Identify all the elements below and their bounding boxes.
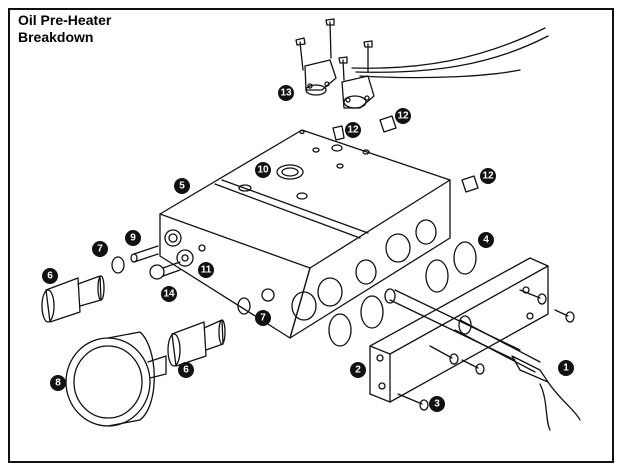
callout-6-left: 6 — [42, 268, 58, 284]
callout-3-label: 3 — [434, 399, 440, 410]
thermostat-wires — [351, 27, 549, 79]
fitting-9 — [130, 245, 159, 263]
callout-10: 10 — [255, 162, 271, 178]
o-rings-4 — [328, 241, 477, 347]
callout-7-left: 7 — [92, 241, 108, 257]
plug-10 — [276, 164, 304, 180]
manifold-block-5 — [159, 129, 451, 339]
callout-9-label: 9 — [130, 233, 136, 244]
mounting-plate-2 — [369, 257, 549, 403]
callout-12-right: 12 — [480, 168, 496, 184]
adapter-6-left — [41, 275, 105, 323]
callout-12-center-label: 12 — [347, 125, 359, 136]
callout-5: 5 — [174, 178, 190, 194]
thermostat-13 — [304, 59, 337, 96]
callout-11-label: 11 — [201, 265, 212, 276]
title-line-1: Oil Pre-Heater — [18, 12, 112, 28]
title-line-2: Breakdown — [18, 29, 94, 45]
callout-4-label: 4 — [483, 235, 489, 246]
callout-12-top: 12 — [395, 108, 411, 124]
callout-9: 9 — [125, 230, 141, 246]
callout-11: 11 — [198, 262, 214, 278]
callout-6-left-label: 6 — [47, 271, 53, 282]
callouts: 1 2 3 4 5 6 6 7 7 8 9 10 11 12 12 12 13 … — [42, 85, 574, 412]
callout-2: 2 — [350, 362, 366, 378]
bolts-3 — [397, 289, 575, 411]
o-ring-7-left — [111, 256, 125, 274]
callout-8: 8 — [50, 375, 66, 391]
thermostat-screws — [295, 18, 373, 81]
callout-2-label: 2 — [355, 365, 361, 376]
callout-7-lower-label: 7 — [260, 313, 266, 324]
adapter-6-bottom — [167, 319, 226, 367]
pressure-gauge-8 — [65, 331, 167, 427]
callout-6-bottom: 6 — [178, 362, 194, 378]
callout-10-label: 10 — [257, 165, 269, 176]
callout-12-right-label: 12 — [482, 171, 494, 182]
callout-13-label: 13 — [280, 88, 292, 99]
element-fitting-1 — [511, 355, 581, 431]
callout-6-bottom-label: 6 — [183, 365, 189, 376]
callout-4: 4 — [478, 232, 494, 248]
callout-8-label: 8 — [55, 378, 61, 389]
set-screws-12 — [332, 115, 479, 193]
callout-7-left-label: 7 — [97, 244, 103, 255]
fitting-14 — [149, 261, 181, 280]
callout-1: 1 — [558, 360, 574, 376]
diagram-title: Oil Pre-Heater Breakdown — [18, 12, 178, 46]
callout-3: 3 — [429, 396, 445, 412]
o-ring-7-lower — [237, 297, 251, 315]
callout-14: 14 — [161, 286, 177, 302]
callout-12-center: 12 — [345, 122, 361, 138]
callout-14-label: 14 — [163, 289, 175, 300]
callout-1-label: 1 — [563, 363, 569, 374]
callout-12-top-label: 12 — [397, 111, 409, 122]
callout-7-lower: 7 — [255, 310, 271, 326]
fitting-11 — [176, 249, 194, 267]
callout-5-label: 5 — [179, 181, 185, 192]
thermostat-right — [341, 75, 375, 109]
callout-13: 13 — [278, 85, 294, 101]
